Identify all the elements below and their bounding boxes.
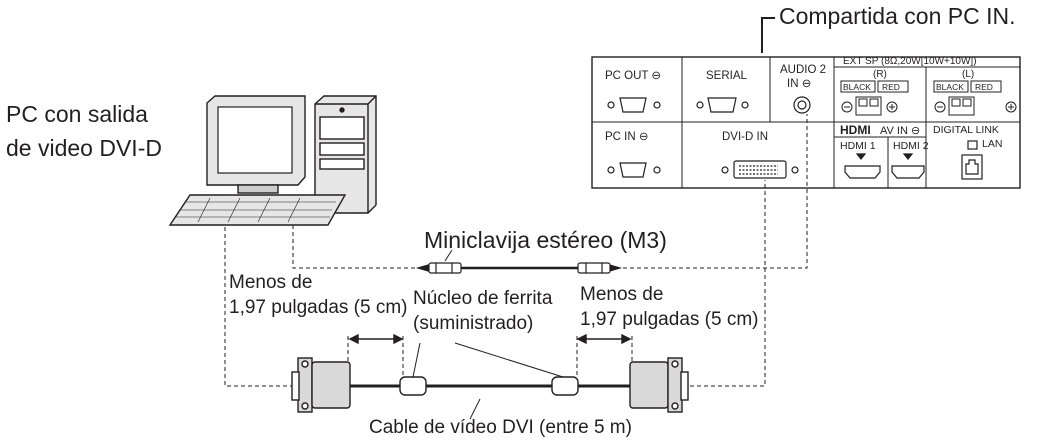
- dvi-plug-right: [629, 357, 689, 413]
- connector-panel: [591, 56, 1021, 189]
- hdmi1-port: [844, 153, 881, 179]
- stereo-plug-label: Miniclavija estéreo (M3): [424, 227, 667, 253]
- ext-l-label: (L): [962, 69, 974, 80]
- pc-out-label: PC OUT ⊖: [605, 70, 661, 82]
- pc-label-line1: PC con salida: [6, 101, 148, 127]
- black-terminal-r: BLACK: [843, 82, 871, 92]
- left-distance-line2: 1,97 pulgadas (5 cm): [229, 297, 408, 318]
- hdmi-logo: HDMI: [840, 123, 871, 137]
- dvi-cable: [291, 357, 689, 413]
- stereo-mini-cable: [415, 249, 623, 274]
- pc-in-port: [607, 162, 661, 178]
- serial-label: SERIAL: [706, 70, 748, 82]
- dvi-cable-label: Cable de vídeo DVI (entre 5 m): [369, 417, 632, 438]
- ferrite-core-right: [551, 376, 579, 396]
- right-distance-line2: 1,97 pulgadas (5 cm): [580, 309, 759, 330]
- pc-label-line2: de video DVI-D: [6, 135, 162, 161]
- shared-note: Compartida con PC IN.: [779, 3, 1016, 29]
- hdmi2-label: HDMI 2: [893, 140, 929, 152]
- dvi-in-port: [721, 160, 799, 179]
- right-distance-line1: Menos de: [580, 284, 664, 305]
- distance-arrows: [348, 333, 632, 345]
- audio2-jack: [793, 96, 811, 114]
- panel-connectors: [607, 96, 983, 180]
- cable-routing: [224, 114, 808, 387]
- audio2-in-label: IN ⊖: [787, 78, 811, 90]
- speaker-terminals: BLACK RED BLACK RED: [840, 80, 1017, 116]
- ferrite-line2: (suministrado): [413, 313, 534, 334]
- dvi-plug-left: [291, 357, 351, 413]
- left-distance-line1: Menos de: [229, 272, 313, 293]
- digital-link-label: DIGITAL LINK: [933, 124, 999, 136]
- dvi-in-label: DVI-D IN: [722, 131, 768, 143]
- lan-port: [961, 140, 983, 180]
- av-in-label: AV IN ⊖: [880, 125, 920, 137]
- hdmi1-label: HDMI 1: [840, 140, 876, 152]
- ext-r-label: (R): [873, 69, 887, 80]
- ferrite-core-left: [399, 376, 427, 396]
- hdmi2-port: [891, 153, 925, 179]
- leader-lines: [412, 342, 564, 420]
- ferrite-line1: Núcleo de ferrita: [413, 288, 553, 309]
- shared-bracket: [761, 17, 775, 53]
- audio2-label: AUDIO 2: [780, 64, 826, 76]
- panel-labels: PC OUT ⊖ SERIAL AUDIO 2 IN ⊖ EXT SP (8Ω,…: [605, 56, 1002, 152]
- black-terminal-l: BLACK: [936, 82, 964, 92]
- serial-port: [696, 97, 749, 113]
- red-terminal-r: RED: [882, 82, 900, 92]
- red-terminal-l: RED: [975, 82, 993, 92]
- pc-out-port: [607, 97, 661, 113]
- pc-in-label: PC IN ⊖: [605, 131, 649, 143]
- pc-illustration: [168, 95, 377, 226]
- ext-sp-label: EXT SP (8Ω,20W[10W+10W]): [843, 56, 977, 67]
- lan-label: LAN: [982, 138, 1002, 150]
